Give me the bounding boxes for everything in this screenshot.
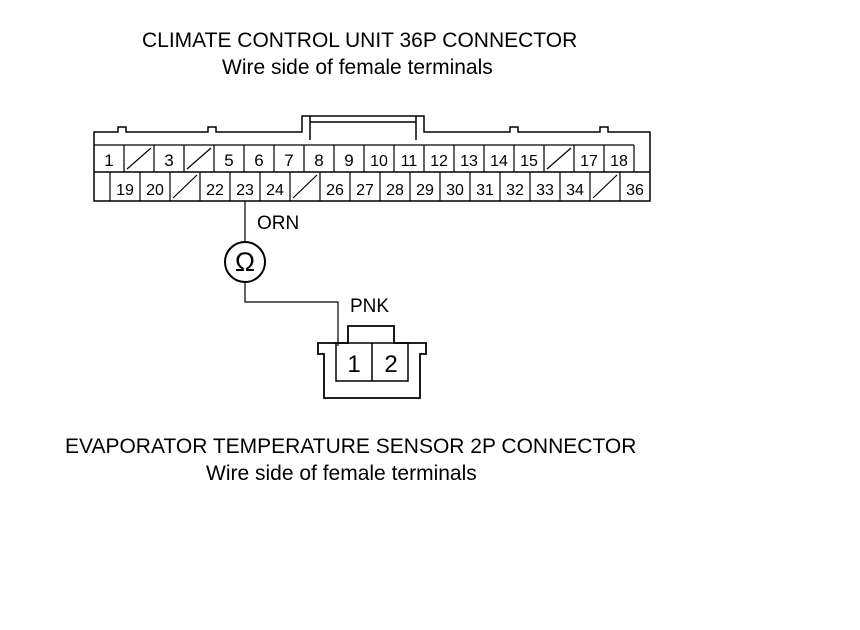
ecu-terminal-24: 24 <box>266 182 284 199</box>
ecu-terminal-7: 7 <box>284 151 293 170</box>
sensor-terminal-2: 2 <box>384 351 397 378</box>
ecu-terminal-10: 10 <box>370 153 388 170</box>
ecu-unused-terminal <box>546 147 572 170</box>
ecu-terminal-36: 36 <box>626 182 644 199</box>
ecu-terminal-11: 11 <box>401 153 418 170</box>
ecu-terminal-34: 34 <box>566 182 584 199</box>
ecu-unused-terminal <box>292 174 318 199</box>
ecu-terminal-27: 27 <box>356 182 374 199</box>
sensor-terminal-1: 1 <box>347 351 360 378</box>
ecu-terminal-30: 30 <box>446 182 464 199</box>
pnk-wire-label: PNK <box>350 296 389 317</box>
ecu-unused-terminal <box>172 174 198 199</box>
ecu-terminal-3: 3 <box>164 151 173 170</box>
ecu-terminal-18: 18 <box>610 153 628 170</box>
ecu-connector-latch <box>309 116 417 140</box>
ohmmeter: Ω <box>224 241 266 283</box>
ecu-unused-terminal <box>126 147 152 170</box>
ecu-terminal-1: 1 <box>104 151 113 170</box>
sensor-connector <box>317 325 427 399</box>
ecu-terminal-15: 15 <box>520 153 538 170</box>
sensor-connector-title: EVAPORATOR TEMPERATURE SENSOR 2P CONNECT… <box>65 435 637 458</box>
sensor-connector-housing <box>317 325 427 399</box>
ecu-terminal-19: 19 <box>116 182 134 199</box>
pnk-wire <box>244 282 339 346</box>
ecu-terminal-5: 5 <box>224 151 233 170</box>
orn-wire-label: ORN <box>257 213 299 234</box>
ecu-connector-housing <box>93 115 651 202</box>
ecu-terminal-26: 26 <box>326 182 344 199</box>
ecu-connector-title: CLIMATE CONTROL UNIT 36P CONNECTOR <box>142 29 578 52</box>
ohm-icon: Ω <box>235 247 255 277</box>
ecu-terminal-28: 28 <box>386 182 404 199</box>
ecu-terminal-29: 29 <box>416 182 434 199</box>
ecu-terminal-9: 9 <box>344 151 353 170</box>
ecu-terminal-23: 23 <box>236 182 254 199</box>
ecu-terminal-22: 22 <box>206 182 224 199</box>
ecu-terminal-8: 8 <box>314 151 323 170</box>
ecu-terminal-20: 20 <box>146 182 164 199</box>
sensor-connector-subtitle: Wire side of female terminals <box>206 462 477 485</box>
ecu-terminal-6: 6 <box>254 151 263 170</box>
ecu-terminal-17: 17 <box>580 153 598 170</box>
ecu-terminal-31: 31 <box>476 182 494 199</box>
ecu-terminal-12: 12 <box>430 153 448 170</box>
ecu-terminal-32: 32 <box>506 182 524 199</box>
ecu-terminal-14: 14 <box>490 153 508 170</box>
ecu-connector-subtitle: Wire side of female terminals <box>222 56 493 79</box>
ecu-unused-terminal <box>592 174 618 199</box>
ecu-terminal-13: 13 <box>460 153 478 170</box>
ecu-unused-terminal <box>186 147 212 170</box>
ecu-terminal-33: 33 <box>536 182 554 199</box>
